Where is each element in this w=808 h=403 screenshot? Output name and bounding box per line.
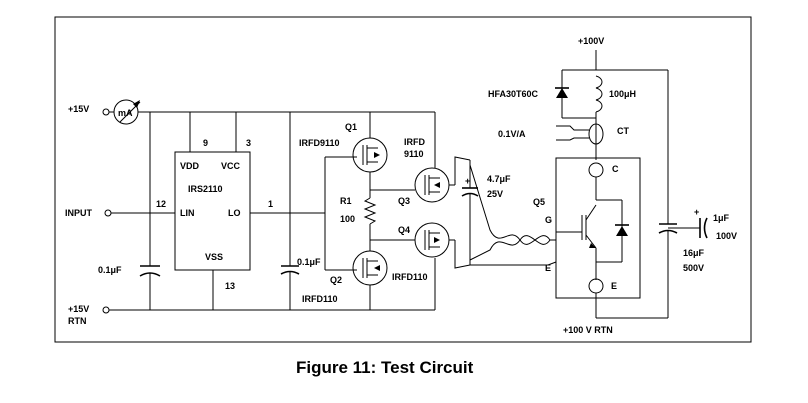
q5-label: Q5	[533, 197, 545, 207]
q4-label: Q4	[398, 225, 410, 235]
q5-body-diode	[616, 226, 628, 236]
ic-vss-label: VSS	[205, 252, 223, 262]
collector-terminal	[588, 162, 604, 178]
pin1-label: 1	[268, 199, 273, 209]
cap1-plus-label: +	[694, 207, 699, 217]
q1-label: Q1	[345, 122, 357, 132]
ic-vdd-label: VDD	[180, 161, 200, 171]
gate-emitter-label: E	[545, 263, 551, 273]
cap-left-label: 0.1μF	[98, 265, 122, 275]
emitter-label: E	[611, 281, 617, 291]
plus15v-terminal	[102, 108, 110, 116]
q3-label: Q3	[398, 196, 410, 206]
rtn15-terminal	[102, 306, 110, 314]
rtn15-label-b: RTN	[68, 316, 87, 326]
input-terminal	[104, 209, 112, 217]
pin3-label: 3	[246, 138, 251, 148]
gate-label: G	[545, 215, 552, 225]
ic-lo-label: LO	[228, 208, 241, 218]
cap47-plus-label: +	[465, 176, 470, 186]
q4-transistor	[414, 222, 450, 258]
inductor-100uh	[595, 75, 603, 113]
ic-name-label: IRS2110	[188, 184, 223, 194]
q1-part-label: IRFD9110	[299, 138, 340, 148]
ic-vcc-label: VCC	[221, 161, 241, 171]
diode-label: HFA30T60C	[488, 89, 539, 99]
rtn100-label: +100 V RTN	[563, 325, 613, 335]
cap16-label: 16μF	[683, 248, 705, 258]
rtn15-label-a: +15V	[68, 304, 89, 314]
cap47-voltage-label: 25V	[487, 189, 503, 199]
twisted-pair-b	[469, 235, 551, 261]
figure-caption: Figure 11: Test Circuit	[296, 358, 474, 377]
plus15v-label: +15V	[68, 104, 89, 114]
q2-part-label: IRFD110	[302, 294, 338, 304]
cap47-label: 4.7μF	[487, 174, 511, 184]
inductor-label: 100μH	[609, 89, 636, 99]
ct-label: CT	[617, 126, 629, 136]
q1-transistor	[352, 137, 388, 173]
ct-scale-label: 0.1V/A	[498, 129, 526, 139]
collector-label: C	[612, 164, 619, 174]
cap-mid-label: 0.1μF	[297, 257, 321, 267]
cap16-voltage-label: 500V	[683, 263, 704, 273]
q5-igbt-module	[555, 157, 641, 299]
pin13-label: 13	[225, 281, 235, 291]
plus100v-label: +100V	[578, 36, 604, 46]
cap1-label: 1μF	[713, 213, 730, 223]
q2-label: Q2	[330, 275, 342, 285]
ic-lin-label: LIN	[180, 208, 195, 218]
q2-transistor	[352, 250, 388, 286]
ammeter-label: mA	[118, 108, 133, 118]
q3-part-label-b: 9110	[404, 149, 424, 159]
emitter-terminal	[588, 278, 604, 294]
q4-part-label: IRFD110	[392, 272, 428, 282]
ammeter-arrow	[133, 100, 140, 108]
q3-part-label-a: IRFD	[404, 137, 425, 147]
input-label: INPUT	[65, 208, 93, 218]
r1-value-label: 100	[340, 214, 355, 224]
pin12-label: 12	[156, 199, 166, 209]
pin9-label: 9	[203, 138, 208, 148]
schematic-frame	[54, 16, 752, 343]
freewheel-diode	[556, 88, 568, 98]
r1-label: R1	[340, 196, 352, 206]
cap1-voltage-label: 100V	[716, 231, 737, 241]
q3-transistor	[414, 167, 450, 203]
r1-resistor	[363, 197, 377, 225]
